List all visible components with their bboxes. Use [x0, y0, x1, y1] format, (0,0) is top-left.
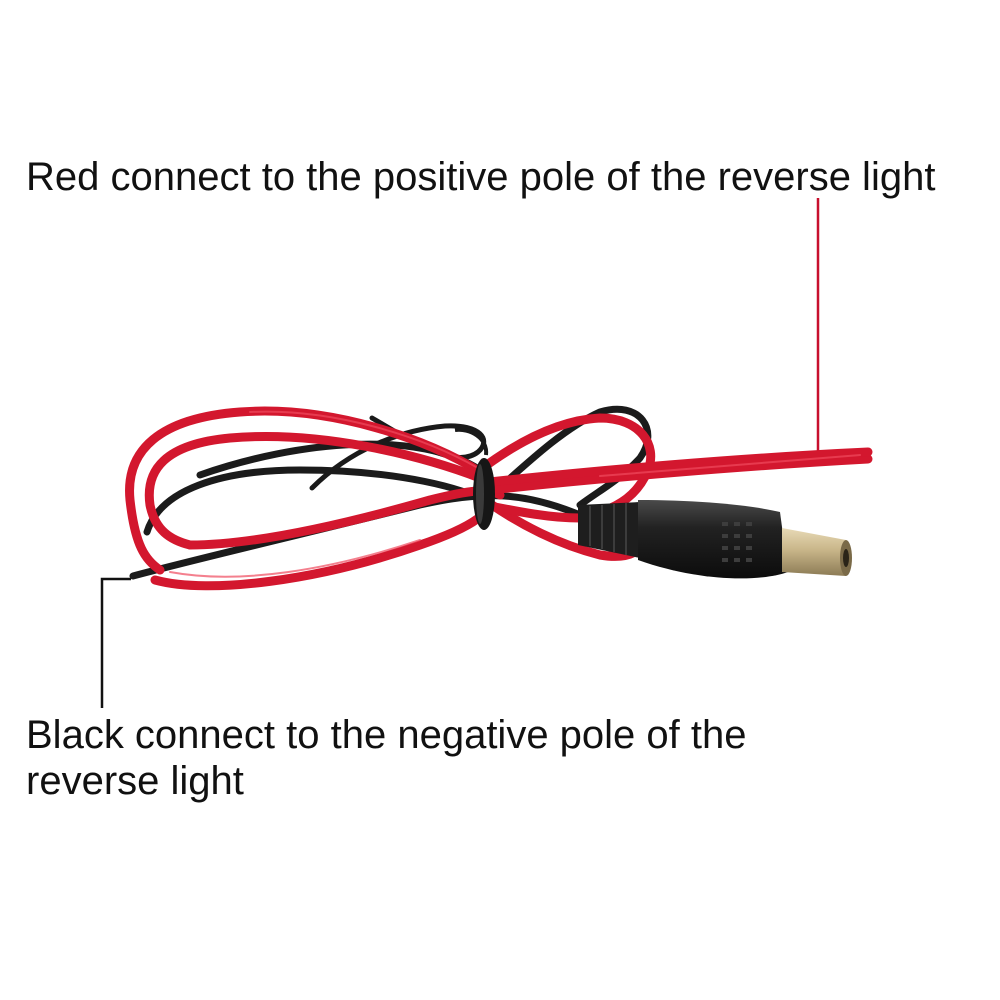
- black-wire-leader-line: [100, 577, 131, 708]
- black-wire-label-line-1: Black connect to the negative pole of th…: [26, 713, 747, 757]
- dc-barrel-plug-icon: [578, 500, 852, 579]
- bundle-clip-icon: [473, 458, 495, 530]
- red-wire-label: Red connect to the positive pole of the …: [26, 155, 936, 199]
- black-wire-label-line-2: reverse light: [26, 759, 244, 803]
- black-wire-label: Black connect to the negative pole of th…: [26, 712, 747, 804]
